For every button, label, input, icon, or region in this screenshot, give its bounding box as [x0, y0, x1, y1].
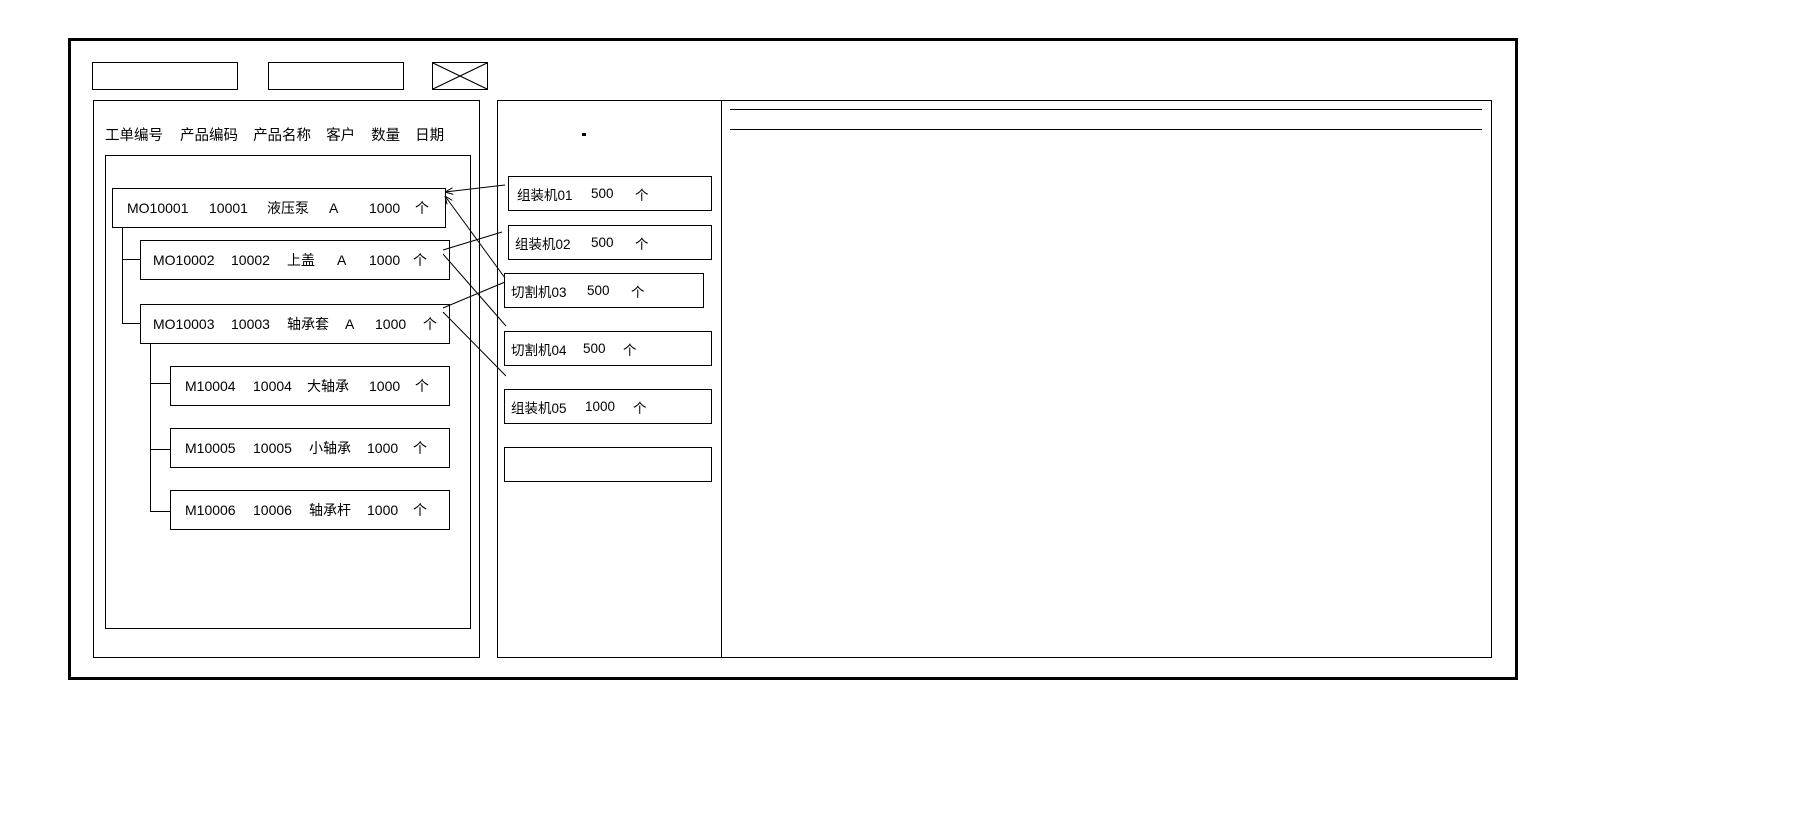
machine-unit: 个	[631, 284, 645, 300]
machine-qty: 500	[583, 341, 606, 356]
machine-name: 组装机02	[515, 236, 571, 252]
cell-unit: 个	[413, 440, 427, 456]
cell-product-name: 小轴承	[309, 440, 351, 456]
work-order-panel: 工单编号 产品编码 产品名称 客户 数量 日期 MO10001 10001 液压…	[93, 100, 480, 658]
tree-row[interactable]: M10004 10004 大轴承 1000 个	[170, 366, 450, 406]
cell-product-name: 上盖	[287, 252, 315, 268]
machine-qty: 500	[587, 283, 610, 298]
cell-qty: 1000	[367, 440, 399, 456]
machine-box-empty[interactable]	[504, 447, 712, 482]
column-header-qty: 数量	[371, 128, 401, 144]
column-header-product-name: 产品名称	[253, 128, 312, 144]
tree-row[interactable]: M10006 10006 轴承杆 1000 个	[170, 490, 450, 530]
cell-qty: 1000	[375, 316, 407, 332]
machine-box[interactable]: 切割机04 500 个	[504, 331, 712, 366]
machine-name: 组装机01	[517, 187, 573, 203]
work-order-tree: MO10001 10001 液压泵 A 1000 个 MO10002 10002…	[105, 155, 471, 629]
cell-order-no: M10005	[185, 440, 236, 456]
cell-unit: 个	[423, 316, 437, 332]
machine-panel: 组装机01 500 个 组装机02 500 个 切割机03 500 个 切割机0…	[497, 100, 722, 658]
panels-container: 工单编号 产品编码 产品名称 客户 数量 日期 MO10001 10001 液压…	[93, 100, 1492, 658]
machine-unit: 个	[623, 342, 637, 358]
column-header-product-code: 产品编码	[180, 128, 239, 144]
cell-unit: 个	[415, 200, 429, 216]
tree-row[interactable]: M10005 10005 小轴承 1000 个	[170, 428, 450, 468]
cell-product-code: 10002	[231, 252, 270, 268]
cell-product-code: 10005	[253, 440, 292, 456]
toolbar-input-2[interactable]	[268, 62, 404, 90]
dot-marker-icon	[582, 133, 586, 136]
cell-product-code: 10001	[209, 200, 248, 216]
cell-unit: 个	[413, 252, 427, 268]
machine-box[interactable]: 组装机02 500 个	[508, 225, 712, 260]
machine-name: 切割机04	[511, 342, 567, 358]
machine-qty: 500	[591, 186, 614, 201]
cell-customer: A	[345, 316, 355, 332]
cell-product-name: 轴承杆	[309, 502, 351, 518]
detail-panel-header-rule	[730, 129, 1482, 130]
cell-customer: A	[337, 252, 347, 268]
tree-row[interactable]: MO10002 10002 上盖 A 1000 个	[140, 240, 450, 280]
cell-order-no: M10006	[185, 502, 236, 518]
machine-qty: 1000	[585, 399, 616, 414]
machine-unit: 个	[635, 236, 649, 252]
machine-unit: 个	[635, 187, 649, 203]
machine-qty: 500	[591, 235, 614, 250]
cell-qty: 1000	[369, 378, 401, 394]
image-placeholder-icon[interactable]	[432, 62, 488, 90]
machine-box[interactable]: 组装机01 500 个	[508, 176, 712, 211]
column-header-customer: 客户	[326, 128, 356, 144]
cell-unit: 个	[413, 502, 427, 518]
cell-product-code: 10006	[253, 502, 292, 518]
machine-name: 组装机05	[511, 400, 567, 416]
tree-connector-2	[122, 208, 142, 324]
tree-connector-5	[150, 322, 172, 512]
cell-unit: 个	[415, 378, 429, 394]
toolbar	[92, 62, 1492, 94]
detail-panel-top-rule	[730, 109, 1482, 110]
tree-row[interactable]: MO10001 10001 液压泵 A 1000 个	[112, 188, 446, 228]
column-header-order-no: 工单编号	[105, 128, 163, 144]
cell-product-name: 大轴承	[307, 378, 349, 394]
tree-row[interactable]: MO10003 10003 轴承套 A 1000 个	[140, 304, 450, 344]
cell-order-no: MO10002	[153, 252, 215, 268]
column-header-date: 日期	[415, 128, 445, 144]
cell-order-no: MO10003	[153, 316, 215, 332]
cell-product-name: 液压泵	[267, 200, 309, 216]
cell-product-name: 轴承套	[287, 316, 329, 332]
cell-qty: 1000	[369, 252, 401, 268]
cell-product-code: 10004	[253, 378, 292, 394]
cell-customer: A	[329, 200, 339, 216]
machine-unit: 个	[633, 400, 647, 416]
machine-box[interactable]: 组装机05 1000 个	[504, 389, 712, 424]
cell-product-code: 10003	[231, 316, 270, 332]
detail-panel	[721, 100, 1492, 658]
toolbar-input-1[interactable]	[92, 62, 238, 90]
cell-order-no: MO10001	[127, 200, 189, 216]
detail-panel-body[interactable]	[736, 141, 1466, 641]
cell-qty: 1000	[367, 502, 399, 518]
column-header-row: 工单编号 产品编码 产品名称 客户 数量 日期	[105, 125, 471, 147]
machine-name: 切割机03	[511, 284, 567, 300]
machine-box[interactable]: 切割机03 500 个	[504, 273, 704, 308]
cell-order-no: M10004	[185, 378, 236, 394]
cell-qty: 1000	[369, 200, 401, 216]
